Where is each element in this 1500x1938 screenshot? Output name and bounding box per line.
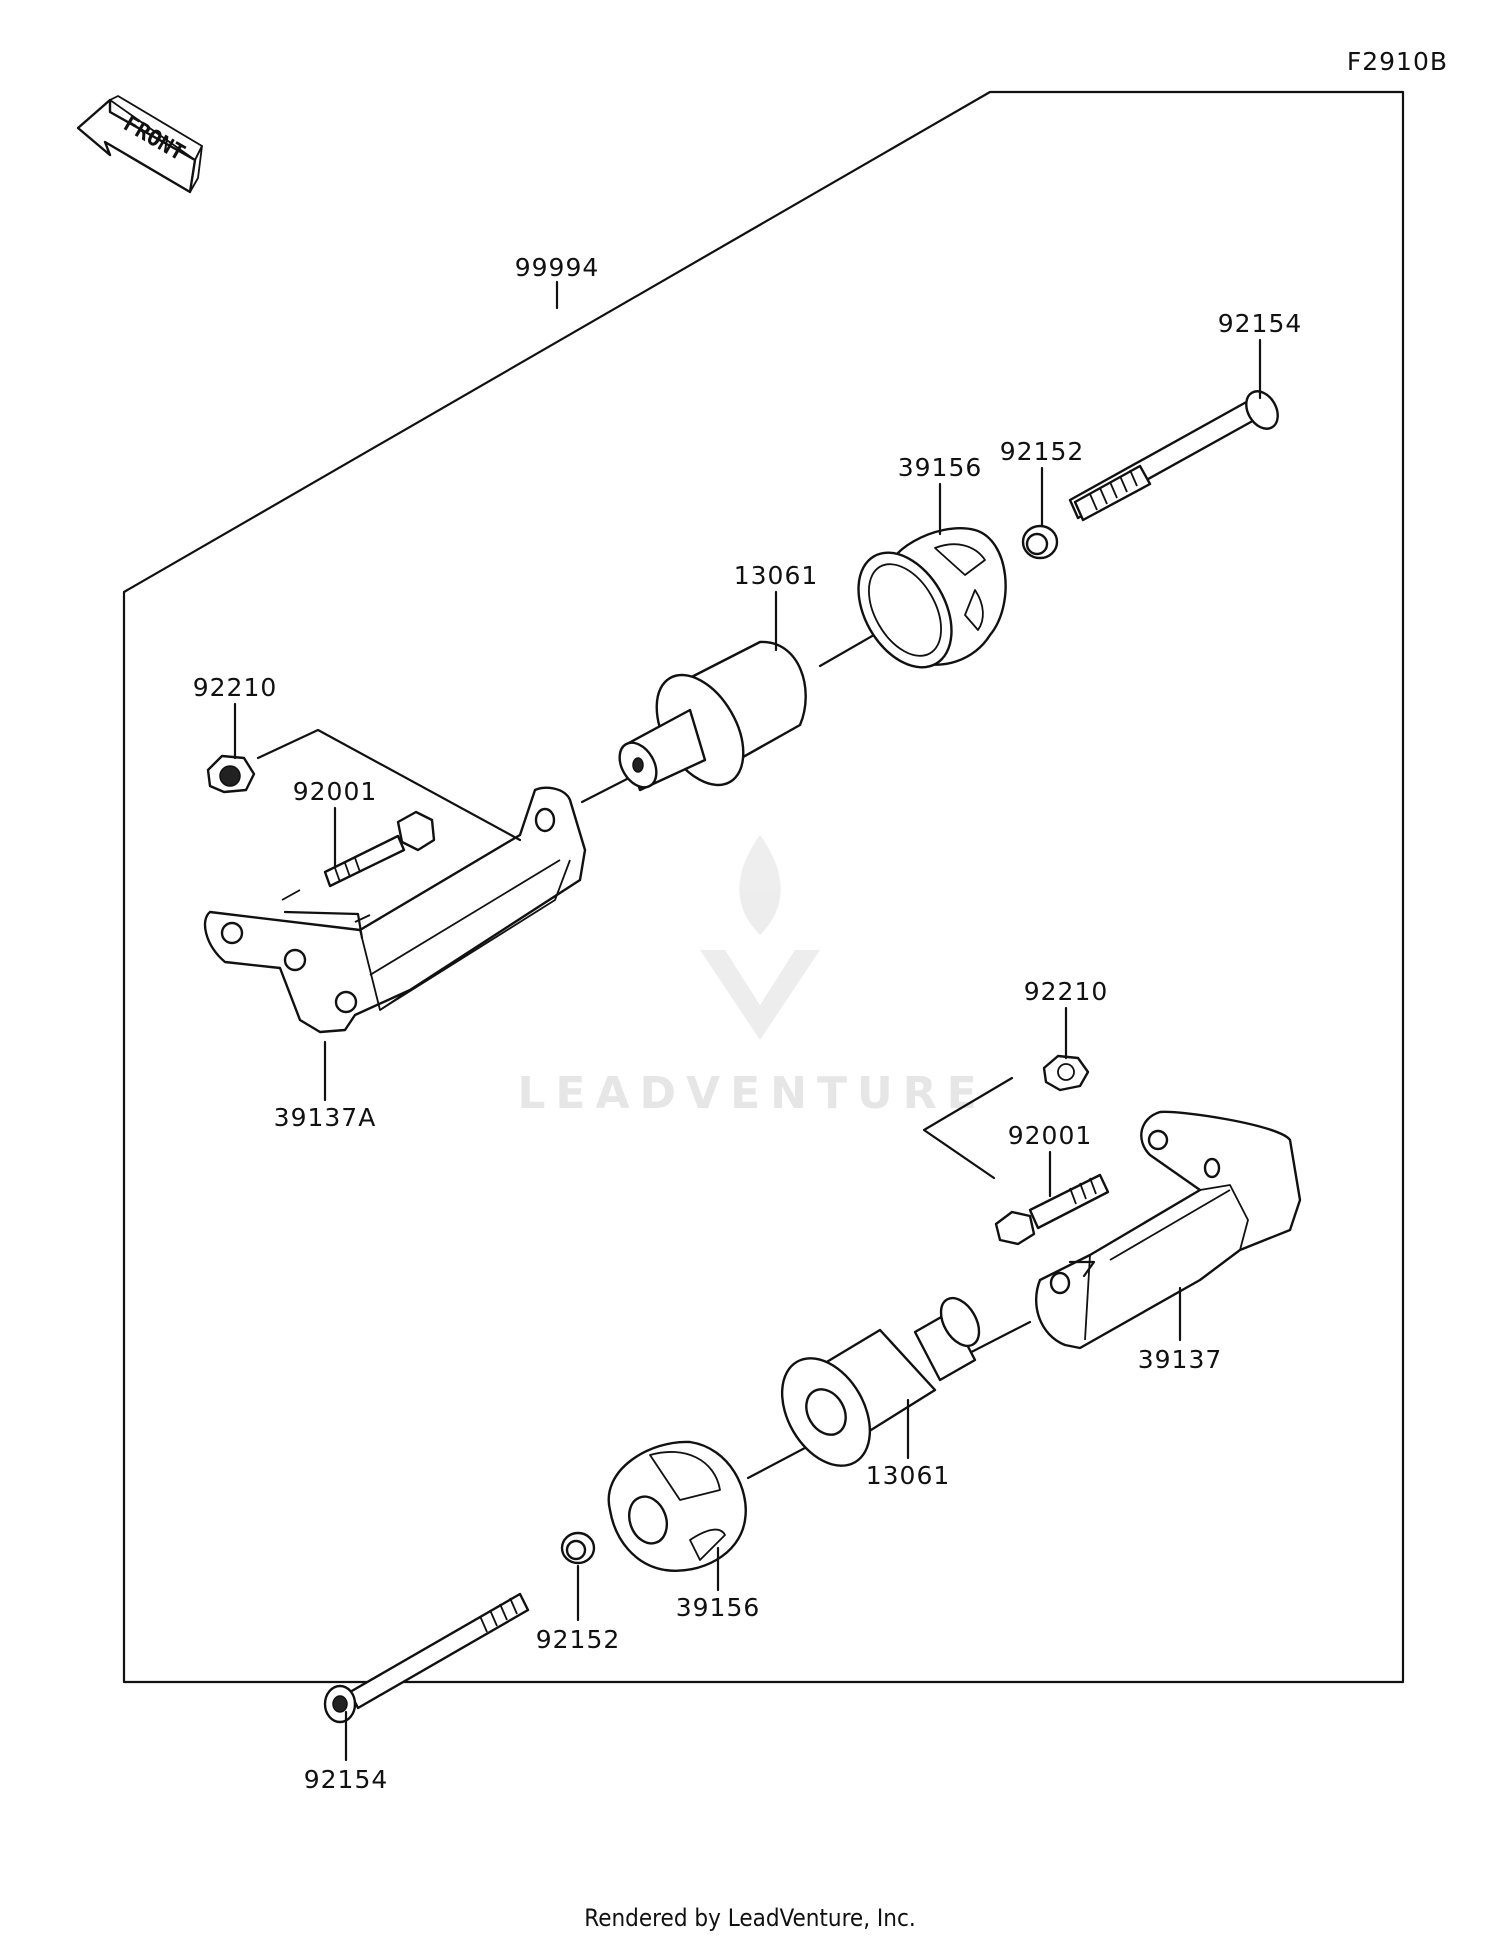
watermark-text: LEADVENTURE [517, 1068, 986, 1119]
bracket-left [203, 786, 587, 1034]
label-bracket-right: 39137 [1138, 1345, 1223, 1374]
label-bolt-long-top: 92154 [1218, 309, 1303, 338]
label-bolt-right: 92001 [1008, 1121, 1093, 1150]
label-nut-right: 92210 [1024, 977, 1109, 1006]
label-bolt-left: 92001 [293, 777, 378, 806]
label-bolt-long-bottom: 92154 [304, 1765, 389, 1794]
slider-cap-top [857, 527, 1007, 669]
kit-outline [122, 90, 1405, 1684]
leaders-bottom [344, 1006, 1182, 1762]
bolt-left [323, 810, 436, 888]
watermark-logo: LEADVENTURE [517, 835, 986, 1119]
nut-left [206, 754, 256, 794]
bracket-right [1035, 1110, 1302, 1350]
leaders-top [233, 338, 1262, 1102]
footer-credit: Rendered by LeadVenture, Inc. [584, 1904, 915, 1932]
diagram-code: F2910B [1347, 47, 1448, 76]
label-collar-bottom: 92152 [536, 1625, 621, 1654]
nut-right [1042, 1054, 1090, 1092]
bolt-right [994, 1173, 1110, 1246]
slider-cap-bottom [607, 1440, 747, 1572]
label-collar-top: 92152 [1000, 437, 1085, 466]
label-bracket-left: 39137A [274, 1103, 377, 1132]
collar-top [1021, 524, 1059, 560]
long-bolt-top [1068, 390, 1279, 522]
long-bolt-bottom [323, 1592, 530, 1724]
label-slider-top: 13061 [734, 561, 819, 590]
slider-bottom [780, 1296, 981, 1467]
label-slider-cap-top: 39156 [898, 453, 983, 482]
slider-top [618, 640, 807, 792]
label-slider-cap-bottom: 39156 [676, 1593, 761, 1622]
label-slider-bottom: 13061 [866, 1461, 951, 1490]
label-nut-left: 92210 [193, 673, 278, 702]
label-kit: 99994 [515, 253, 600, 282]
front-arrow-icon: FRONT [76, 95, 203, 194]
collar-bottom [560, 1531, 596, 1565]
